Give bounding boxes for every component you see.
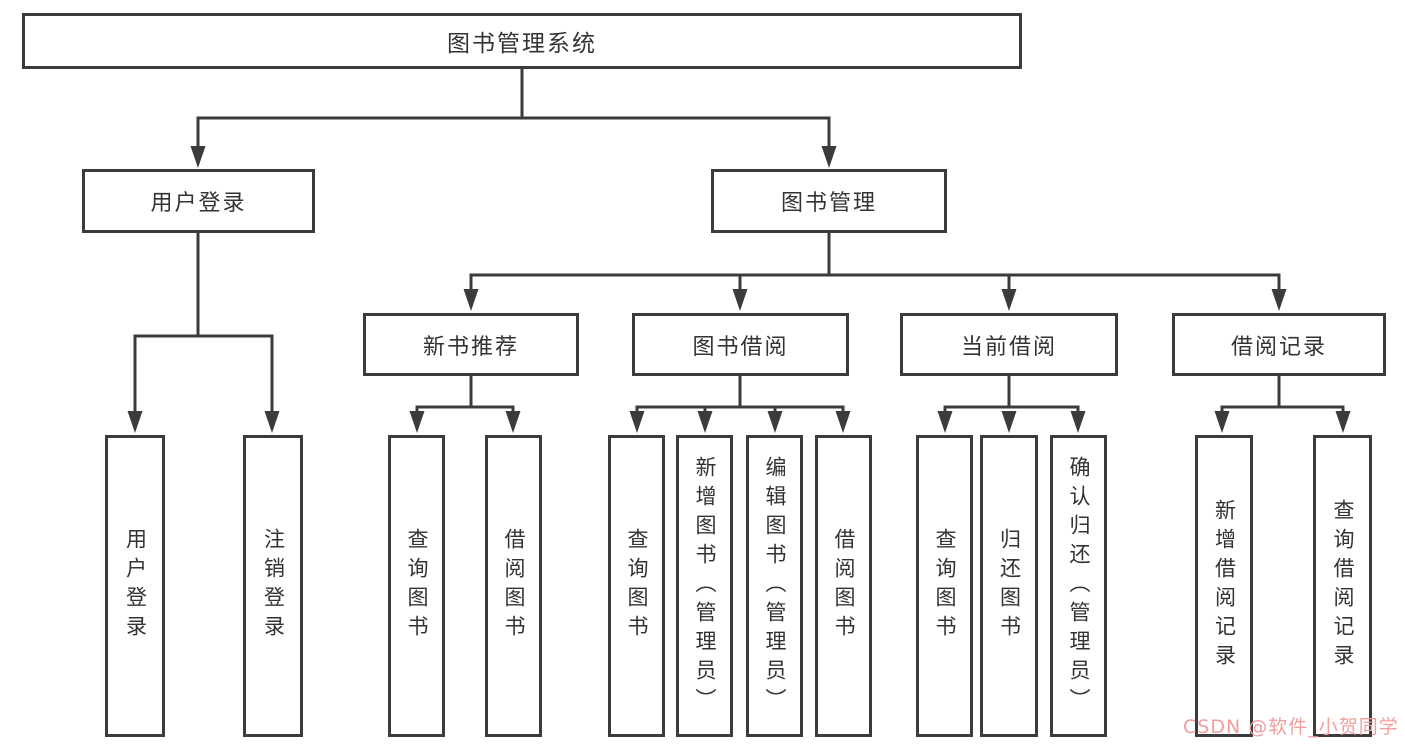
node-label: 借阅图书 [832,528,856,644]
node-label: 当前借阅 [960,334,1057,360]
leaf-borrowing-query-books: 查询图书 [608,435,665,737]
csdn-watermark: CSDN @软件_小贺同学 [1183,716,1399,738]
node-label: 编辑图书（管理员） [763,455,787,717]
leaf-records-query-record: 查询借阅记录 [1313,435,1372,737]
node-label: 确认归还（管理员） [1067,455,1091,717]
node-current-borrowing: 当前借阅 [900,313,1118,376]
leaf-current-query-books: 查询图书 [916,435,973,737]
node-label: 查询图书 [625,528,649,644]
node-user-login: 用户登录 [82,169,315,233]
node-label: 借阅图书 [502,528,526,644]
node-label: 新增借阅记录 [1212,499,1237,673]
leaf-recommend-borrow-books: 借阅图书 [485,435,542,737]
node-library-management-system: 图书管理系统 [22,13,1022,69]
node-label: 用户登录 [123,528,148,644]
leaf-borrowing-borrow-books: 借阅图书 [815,435,872,737]
node-new-book-recommend: 新书推荐 [363,313,579,376]
leaf-logout: 注销登录 [243,435,303,737]
node-label: 查询图书 [405,528,429,644]
leaf-current-confirm-return-admin: 确认归还（管理员） [1050,435,1107,737]
node-label: 图书管理系统 [447,31,597,57]
node-book-borrowing: 图书借阅 [632,313,849,376]
leaf-user-login: 用户登录 [105,435,165,737]
leaf-records-add-record: 新增借阅记录 [1195,435,1253,737]
leaf-recommend-query-books: 查询图书 [388,435,445,737]
node-label: 借阅记录 [1230,334,1327,360]
node-book-management: 图书管理 [711,169,947,233]
leaf-current-return-books: 归还图书 [980,435,1038,737]
node-label: 注销登录 [261,528,286,644]
node-borrowing-records: 借阅记录 [1172,313,1386,376]
node-label: 新增图书（管理员） [693,455,717,717]
node-label: 查询图书 [933,528,957,644]
leaf-borrowing-edit-books-admin: 编辑图书（管理员） [746,435,803,737]
node-label: 用户登录 [150,191,247,216]
node-label: 新书推荐 [422,334,519,360]
leaf-borrowing-add-books-admin: 新增图书（管理员） [676,435,733,737]
node-label: 归还图书 [997,528,1022,644]
node-label: 查询借阅记录 [1331,499,1355,673]
node-label: 图书借阅 [692,334,789,360]
node-label: 图书管理 [780,191,877,216]
